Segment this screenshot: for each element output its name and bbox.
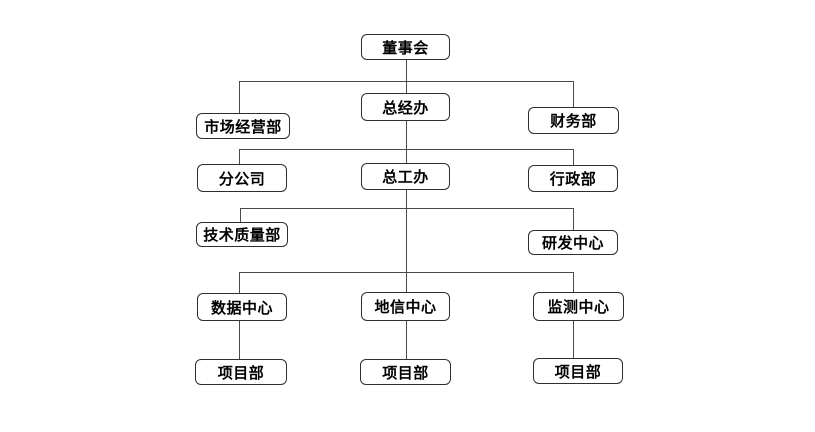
- node-chief-engineer-office: 总工办: [361, 163, 450, 190]
- connector-to-branch: [239, 149, 241, 165]
- node-data-center: 数据中心: [197, 293, 287, 321]
- connector-to-admin: [573, 149, 575, 166]
- node-tech-quality-dept: 技术质量部: [196, 222, 288, 247]
- node-board: 董事会: [361, 34, 450, 60]
- connector-data-to-project1: [239, 321, 241, 360]
- connector-geo-to-project2: [406, 321, 408, 360]
- node-gm-office: 总经办: [361, 93, 450, 121]
- node-project-dept-3: 项目部: [533, 358, 623, 384]
- node-monitoring-center: 监测中心: [533, 292, 624, 321]
- connector-to-rnd-center: [573, 208, 575, 231]
- node-geoinfo-center: 地信中心: [361, 292, 450, 321]
- connector-board-to-tier1: [406, 59, 408, 93]
- connector-to-marketing: [239, 81, 241, 113]
- node-finance-dept: 财务部: [528, 107, 619, 134]
- connector-to-finance: [573, 81, 575, 108]
- connector-tier3-horizontal: [240, 208, 573, 210]
- node-admin-dept: 行政部: [528, 165, 618, 192]
- node-rnd-center: 研发中心: [528, 230, 618, 255]
- node-project-dept-1: 项目部: [195, 359, 287, 385]
- connector-tier4-horizontal: [239, 272, 574, 274]
- connector-tier1-horizontal: [239, 81, 574, 83]
- connector-to-tech-quality: [240, 208, 242, 223]
- node-branch-company: 分公司: [197, 164, 287, 192]
- connector-to-data-center: [239, 272, 241, 294]
- connector-mon-to-project3: [573, 321, 575, 359]
- node-project-dept-2: 项目部: [360, 359, 451, 385]
- connector-tier2-horizontal: [239, 149, 574, 151]
- connector-to-monitoring-center: [573, 272, 575, 293]
- connector-spine-ceo-office: [406, 190, 408, 293]
- connector-gm-to-tier2: [406, 121, 408, 163]
- node-marketing-dept: 市场经营部: [196, 113, 290, 139]
